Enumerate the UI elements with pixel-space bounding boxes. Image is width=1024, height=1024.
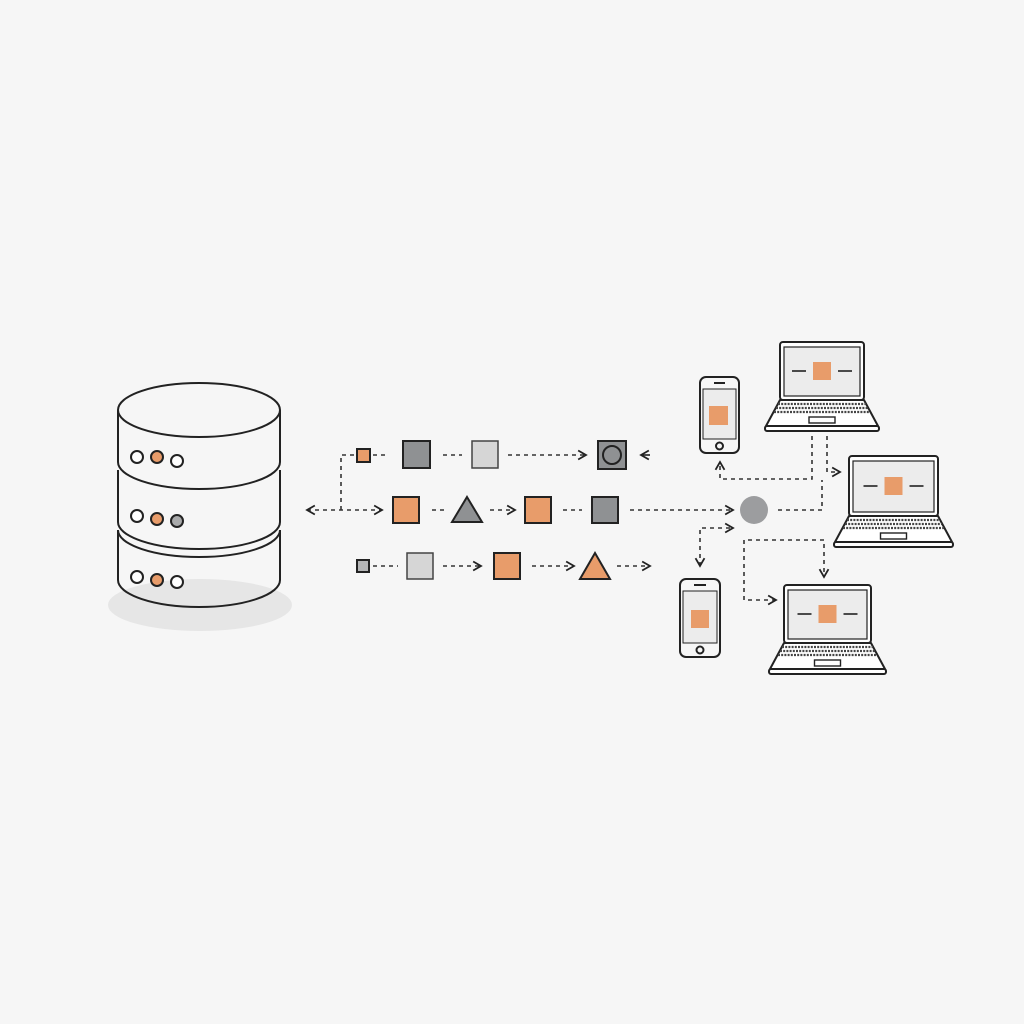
laptop-icon — [833, 455, 954, 548]
hub-node-icon — [740, 496, 768, 524]
connectors — [694, 436, 842, 606]
packet-light — [471, 440, 499, 469]
packet-small-gray — [356, 559, 370, 573]
trackpad — [879, 532, 908, 540]
packet-triangle-orange — [578, 550, 612, 580]
smartphone-icon — [699, 376, 740, 454]
laptop-icon — [768, 584, 887, 675]
screen-content — [818, 605, 837, 623]
screen-content — [884, 477, 903, 495]
packet-gray — [402, 440, 431, 469]
packet-orange — [524, 496, 552, 524]
trackpad — [813, 659, 842, 667]
screen-content — [691, 610, 709, 628]
packet-orange — [493, 552, 521, 580]
status-lights — [130, 450, 184, 589]
packet-light — [406, 552, 434, 580]
smartphone-icon — [679, 578, 721, 658]
packet-row-1 — [340, 440, 650, 510]
screen-content — [813, 362, 831, 380]
packet-triangle-gray — [450, 495, 484, 523]
packet-orange — [392, 496, 420, 524]
database-icon — [108, 382, 292, 631]
packet-row-2 — [305, 495, 735, 524]
trackpad — [808, 416, 836, 424]
screen-content — [709, 406, 728, 425]
packet-gray — [591, 496, 619, 524]
laptop-icon — [764, 341, 880, 432]
database-shadow — [108, 579, 292, 631]
packet-row-3 — [356, 550, 652, 580]
packet-small-orange — [356, 448, 371, 463]
